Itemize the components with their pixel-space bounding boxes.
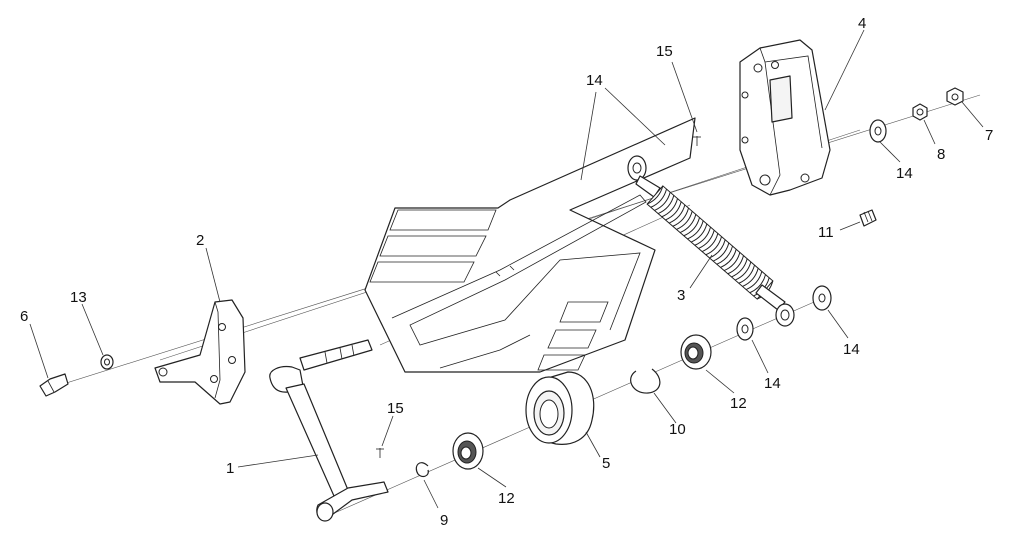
callout-15-upper: 15 — [656, 43, 673, 60]
part-15-pin-lower — [376, 448, 384, 458]
spring-coil — [665, 201, 682, 221]
part-14-washer-upper — [869, 119, 887, 143]
spring-coil — [738, 264, 755, 284]
spring-coil — [657, 195, 675, 215]
part-5-roller — [525, 371, 595, 445]
spring-coil — [698, 230, 715, 249]
callout-13: 13 — [70, 289, 87, 306]
spring-coil — [709, 239, 726, 259]
spring-coil — [668, 204, 686, 224]
part-9-circlip — [415, 462, 429, 478]
part-14-washer-right — [812, 285, 832, 311]
callout-4: 4 — [858, 15, 866, 32]
part-3-spring — [627, 155, 795, 327]
leader-lines — [29, 29, 984, 509]
callout-10: 10 — [669, 421, 686, 438]
spring-coil — [646, 185, 664, 205]
spring-coil — [720, 249, 737, 268]
spring-coil — [672, 207, 689, 227]
callout-2: 2 — [196, 232, 204, 249]
callout-3: 3 — [677, 287, 685, 304]
part-1-lever — [269, 339, 389, 522]
spring-coil — [683, 217, 700, 237]
spring-coil — [661, 198, 678, 218]
callout-14-right: 14 — [843, 341, 860, 358]
spring-coil — [712, 242, 730, 262]
callout-1: 1 — [226, 460, 234, 477]
part-6-bolt — [39, 373, 69, 397]
callout-12-lower: 12 — [498, 490, 515, 507]
part-7-nut — [946, 87, 964, 106]
part-4-upper-bracket — [739, 39, 831, 196]
spring-coil — [734, 261, 752, 281]
part-15-pin-upper — [693, 136, 701, 146]
spring-coil — [742, 268, 759, 287]
spring-coil — [716, 245, 733, 265]
part-8-nut — [912, 103, 928, 121]
callout-9: 9 — [440, 512, 448, 529]
part-13-washer — [100, 354, 114, 370]
callout-labels: 1 2 3 4 5 6 7 8 9 10 11 12 12 13 14 14 1… — [20, 15, 993, 529]
callout-6: 6 — [20, 308, 28, 325]
part-10-circlip — [630, 368, 661, 394]
spring-coil — [701, 233, 719, 253]
part-14-washer-mid — [736, 317, 754, 341]
spring-coil — [690, 223, 708, 243]
spring-coil — [749, 274, 766, 294]
spring-coil — [679, 214, 697, 234]
spring-coil — [731, 258, 748, 278]
callout-15-lower: 15 — [387, 400, 404, 417]
spring-coil — [727, 255, 744, 275]
spring-coil — [723, 252, 741, 272]
callout-11: 11 — [818, 224, 834, 241]
spring-coil — [676, 211, 693, 230]
callout-12-upper: 12 — [730, 395, 747, 412]
spring-body — [646, 185, 774, 300]
spring-coil — [687, 220, 704, 240]
spring-coil — [705, 236, 722, 256]
part-12-bearing-lower — [452, 432, 484, 470]
part-12-bearing-upper — [680, 334, 712, 370]
spring-coil — [654, 192, 671, 211]
callout-14-mid: 14 — [764, 375, 781, 392]
spring-coil — [694, 226, 711, 246]
callout-7: 7 — [985, 127, 993, 144]
callout-5: 5 — [602, 455, 610, 472]
callout-8: 8 — [937, 146, 945, 163]
callout-14-upper: 14 — [896, 165, 913, 182]
spring-coil — [650, 188, 667, 208]
cover-plate — [364, 117, 696, 373]
part-11-grease-fitting — [859, 209, 877, 227]
spring-coil — [745, 271, 763, 291]
part-2-bracket — [154, 299, 246, 405]
callout-14-plate: 14 — [586, 72, 603, 89]
